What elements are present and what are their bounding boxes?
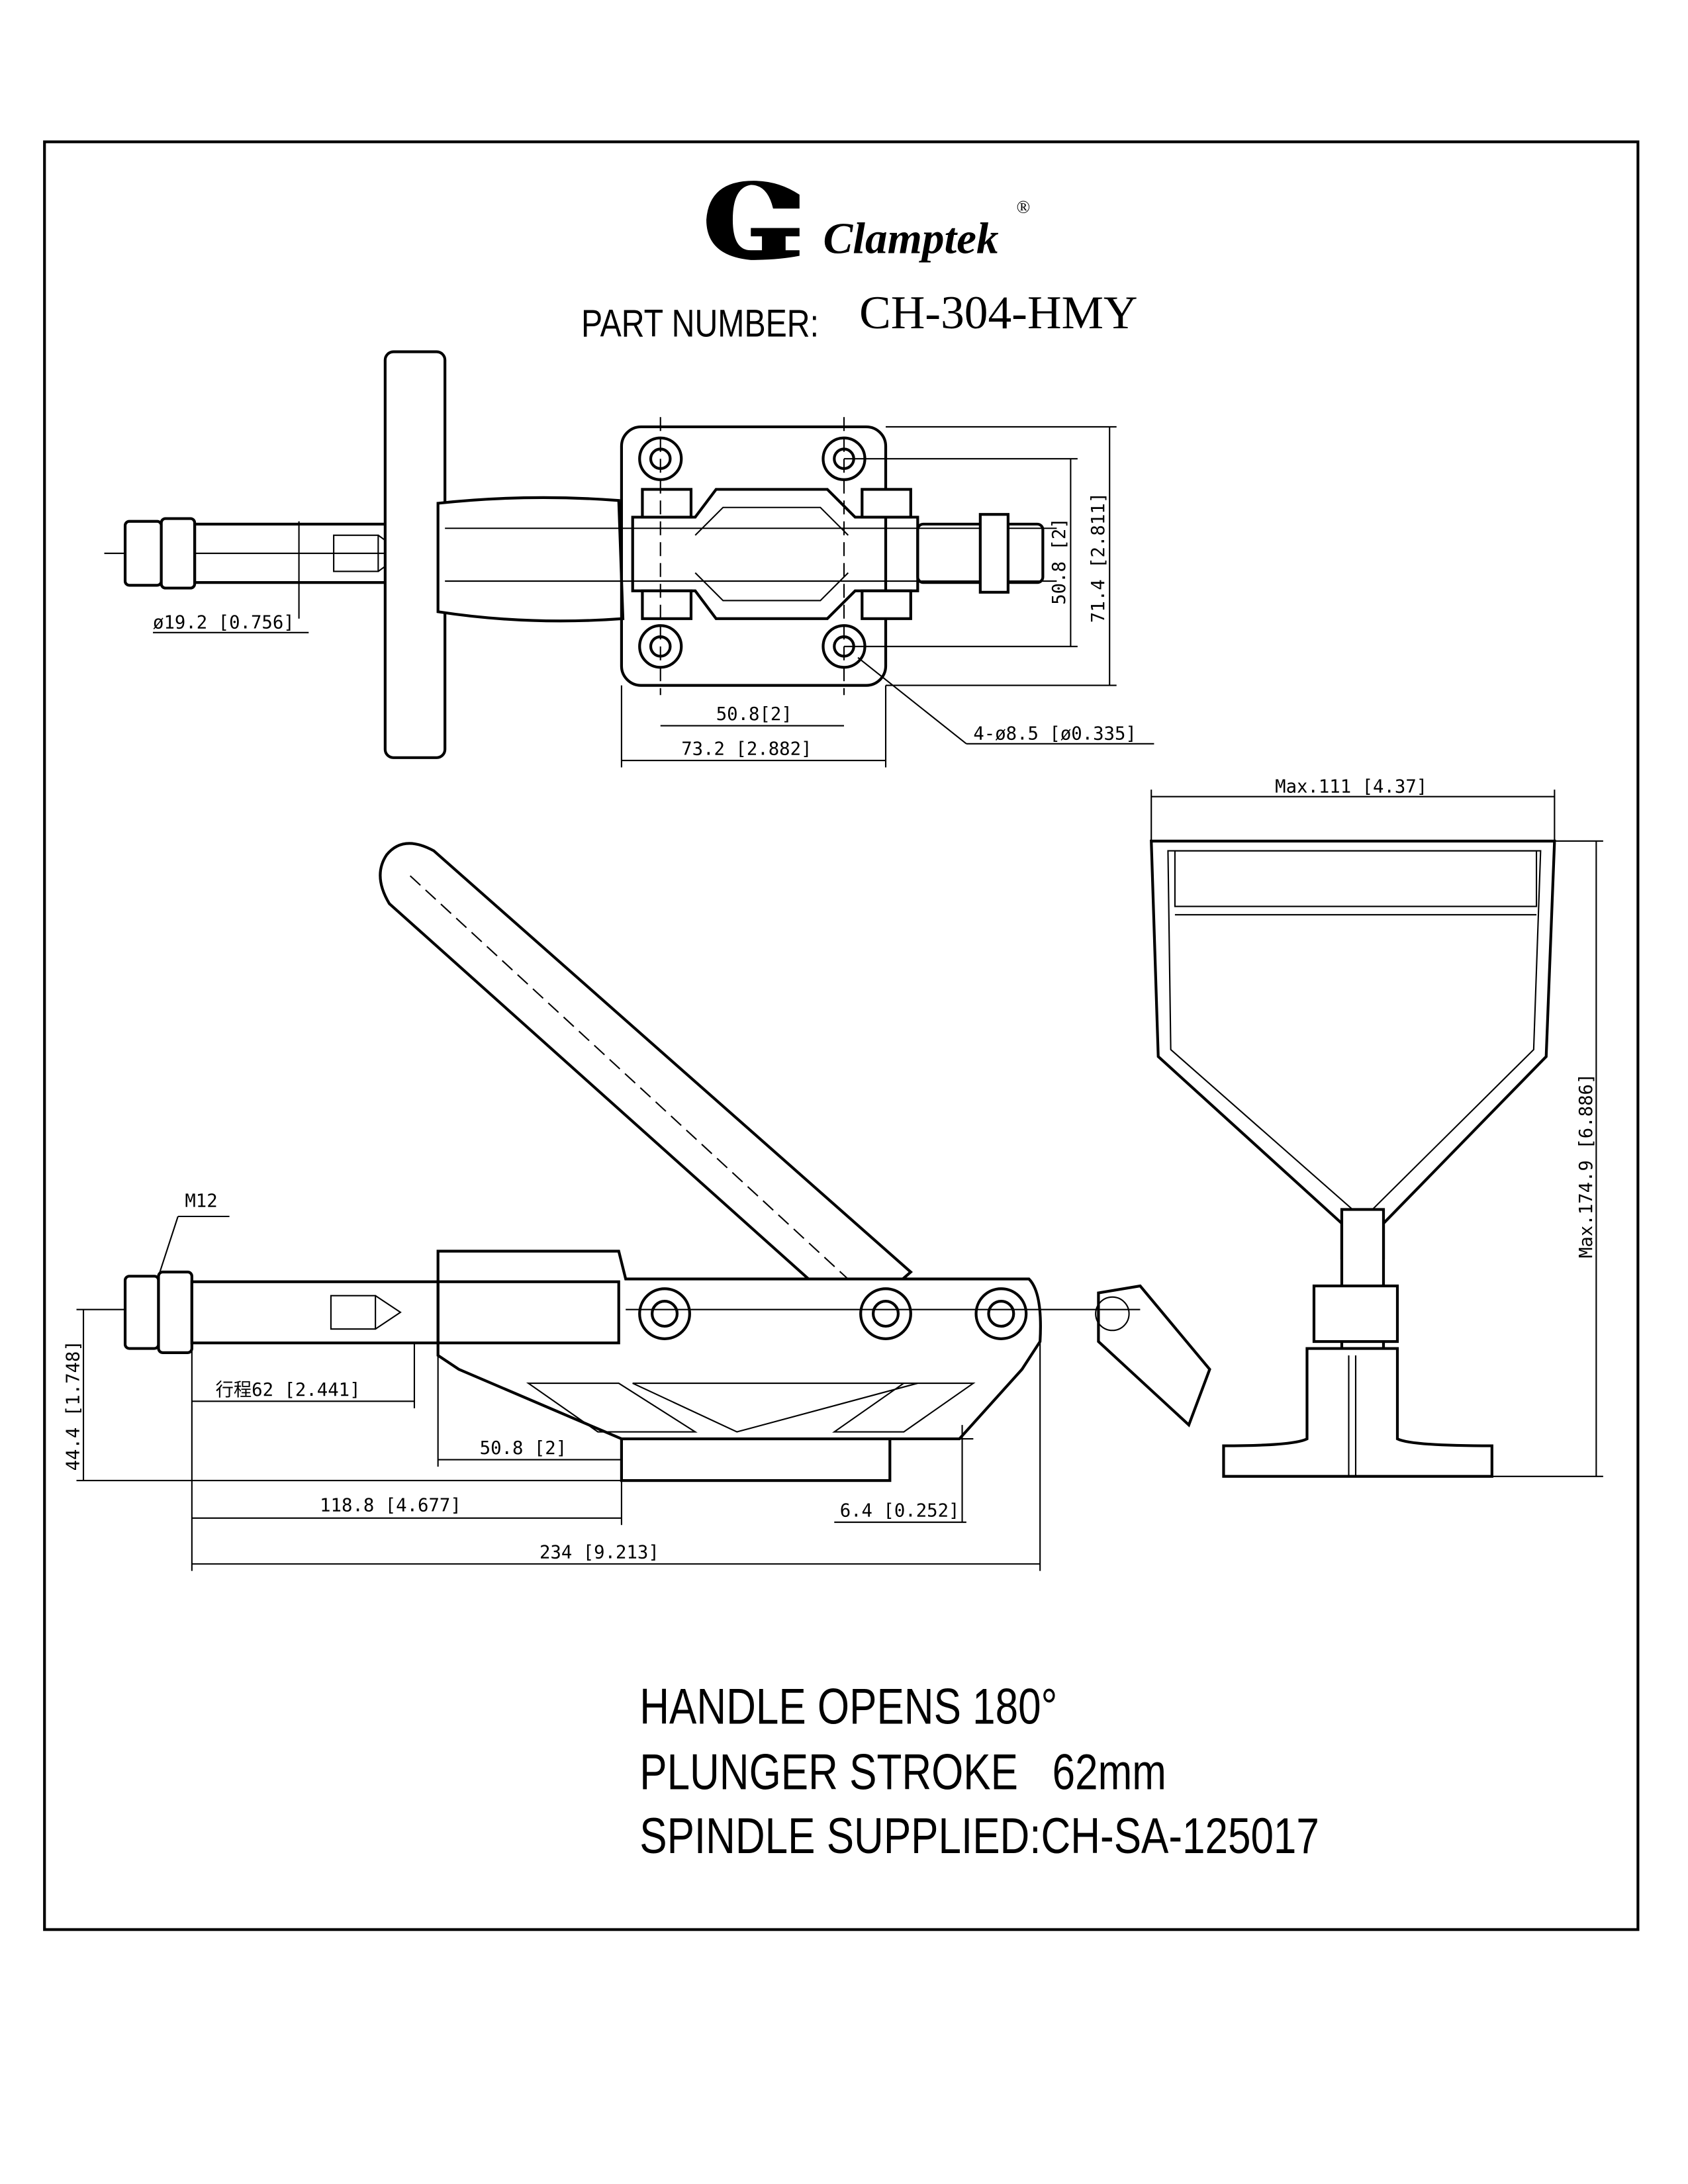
dim-plate-thickness: 6.4 [0.252] <box>840 1501 960 1522</box>
logo-g-mark <box>706 181 800 260</box>
dim-hole-spacing-side: 50.8 [2] <box>480 1438 567 1459</box>
dim-thread: M12 <box>185 1191 217 1211</box>
dim-stroke: 行程62 [2.441] <box>216 1380 361 1400</box>
dim-rod-diameter: ø19.2 [0.756] <box>153 612 295 633</box>
registered-mark: ® <box>1016 197 1030 216</box>
note-handle-opens: HANDLE OPENS 180° <box>639 1678 1057 1735</box>
dim-base-height: 71.4 [2.811] <box>1088 492 1109 623</box>
handle-knob <box>383 350 447 759</box>
part-number-label: PART NUMBER: <box>581 302 819 345</box>
handle-end <box>1150 839 1556 1260</box>
side-base-plate <box>620 1437 892 1482</box>
note-spindle-supplied: SPINDLE SUPPLIED:CH-SA-125017 <box>639 1807 1319 1864</box>
body <box>436 1250 1042 1441</box>
end-base <box>1222 1347 1493 1478</box>
dim-overall-length: 234 [9.213] <box>539 1543 659 1563</box>
dim-height: 44.4 [1.748] <box>64 1340 84 1471</box>
sheet-border <box>43 140 1640 1931</box>
dim-max-width: Max.111 [4.37] <box>1275 776 1427 797</box>
clamptek-logo: Clamptek ® <box>706 181 1030 263</box>
end-view: Max.111 [4.37] Max.174.9 [6.886] <box>1150 776 1603 1478</box>
dim-base-width: 73.2 [2.882] <box>681 739 812 760</box>
notes: HANDLE OPENS 180° PLUNGER STROKE 62mm SP… <box>639 1678 1319 1864</box>
dim-hole-spacing-x: 50.8[2] <box>716 704 792 725</box>
brand-name: Clamptek <box>823 213 998 263</box>
dim-max-height: Max.174.9 [6.886] <box>1576 1073 1597 1258</box>
note-plunger-stroke: PLUNGER STROKE 62mm <box>639 1744 1166 1800</box>
top-view: ø19.2 [0.756] 50.8[2] 73.2 [2.882] 4-ø8.… <box>104 350 1154 768</box>
dim-to-base: 118.8 [4.677] <box>320 1495 461 1516</box>
dim-hole-spacing-y: 50.8 [2] <box>1049 518 1070 604</box>
part-number: CH-304-HMY <box>859 287 1138 339</box>
side-view: M12 44.4 [1.748] 行程62 [2.441] 50.8 [2] 1… <box>64 842 1211 1571</box>
dim-mounting-holes: 4-ø8.5 [ø0.335] <box>973 724 1137 745</box>
base-plate <box>620 425 888 687</box>
handle <box>379 842 914 1323</box>
